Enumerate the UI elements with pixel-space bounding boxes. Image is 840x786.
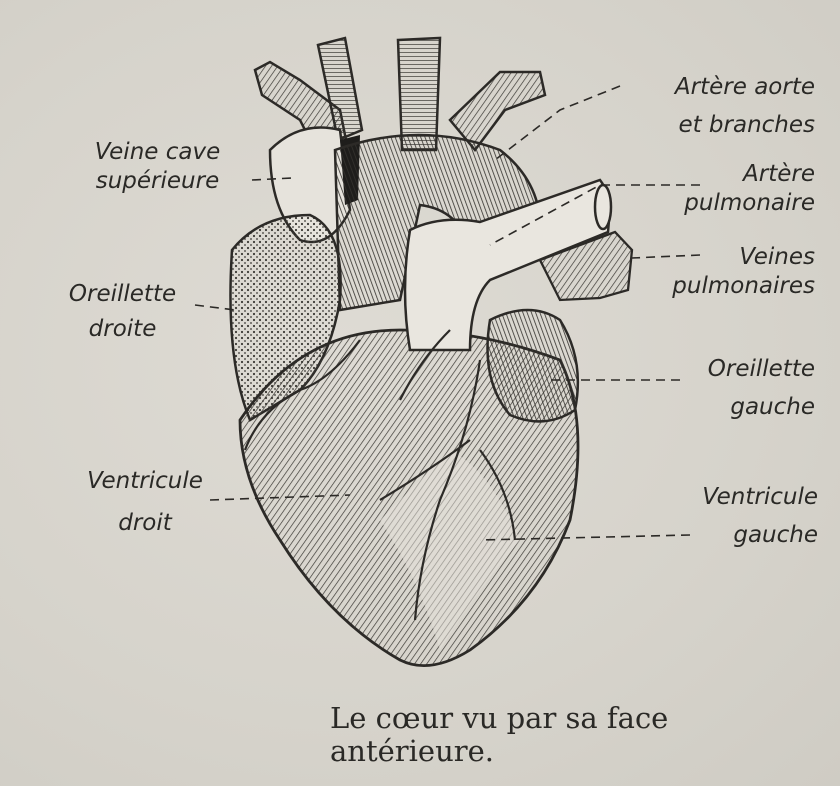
- label-right-ventricle-line2: droit: [60, 509, 230, 538]
- label-pulmonary-artery-line1: Artère: [630, 160, 815, 189]
- left-atrium-shape: [488, 310, 578, 421]
- label-vena-cava-line2: supérieure: [55, 167, 260, 196]
- label-aorta-line1: Artère aorte: [610, 73, 815, 102]
- label-pulmonary-artery-line2: pulmonaire: [630, 189, 815, 218]
- label-aorta-line2: et branches: [610, 111, 815, 140]
- label-right-atrium-line2: droite: [40, 315, 205, 344]
- label-left-atrium-line1: Oreillette: [640, 355, 815, 384]
- label-pulmonary-veins: Veines pulmonaires: [628, 243, 815, 301]
- label-left-ventricle-line1: Ventricule: [640, 483, 818, 512]
- label-left-atrium: Oreillette gauche: [640, 355, 815, 422]
- figure-caption: Le cœur vu par sa face antérieure.: [330, 702, 668, 768]
- label-right-atrium-line1: Oreillette: [40, 280, 205, 309]
- caption-line2: antérieure.: [330, 735, 668, 768]
- label-pulmonary-veins-line2: pulmonaires: [628, 272, 815, 301]
- label-left-atrium-line2: gauche: [640, 393, 815, 422]
- caption-line1: Le cœur vu par sa face: [330, 702, 668, 735]
- label-left-ventricle: Ventricule gauche: [640, 483, 818, 550]
- label-pulmonary-veins-line1: Veines: [628, 243, 815, 272]
- label-right-atrium: Oreillette droite: [40, 280, 205, 344]
- label-right-ventricle-line1: Ventricule: [60, 467, 230, 496]
- label-vena-cava: Veine cave supérieure: [55, 138, 260, 196]
- label-vena-cava-line1: Veine cave: [55, 138, 260, 167]
- label-pulmonary-artery: Artère pulmonaire: [630, 160, 815, 218]
- label-right-ventricle: Ventricule droit: [60, 467, 230, 538]
- label-aorta: Artère aorte et branches: [610, 73, 815, 140]
- label-left-ventricle-line2: gauche: [640, 521, 818, 550]
